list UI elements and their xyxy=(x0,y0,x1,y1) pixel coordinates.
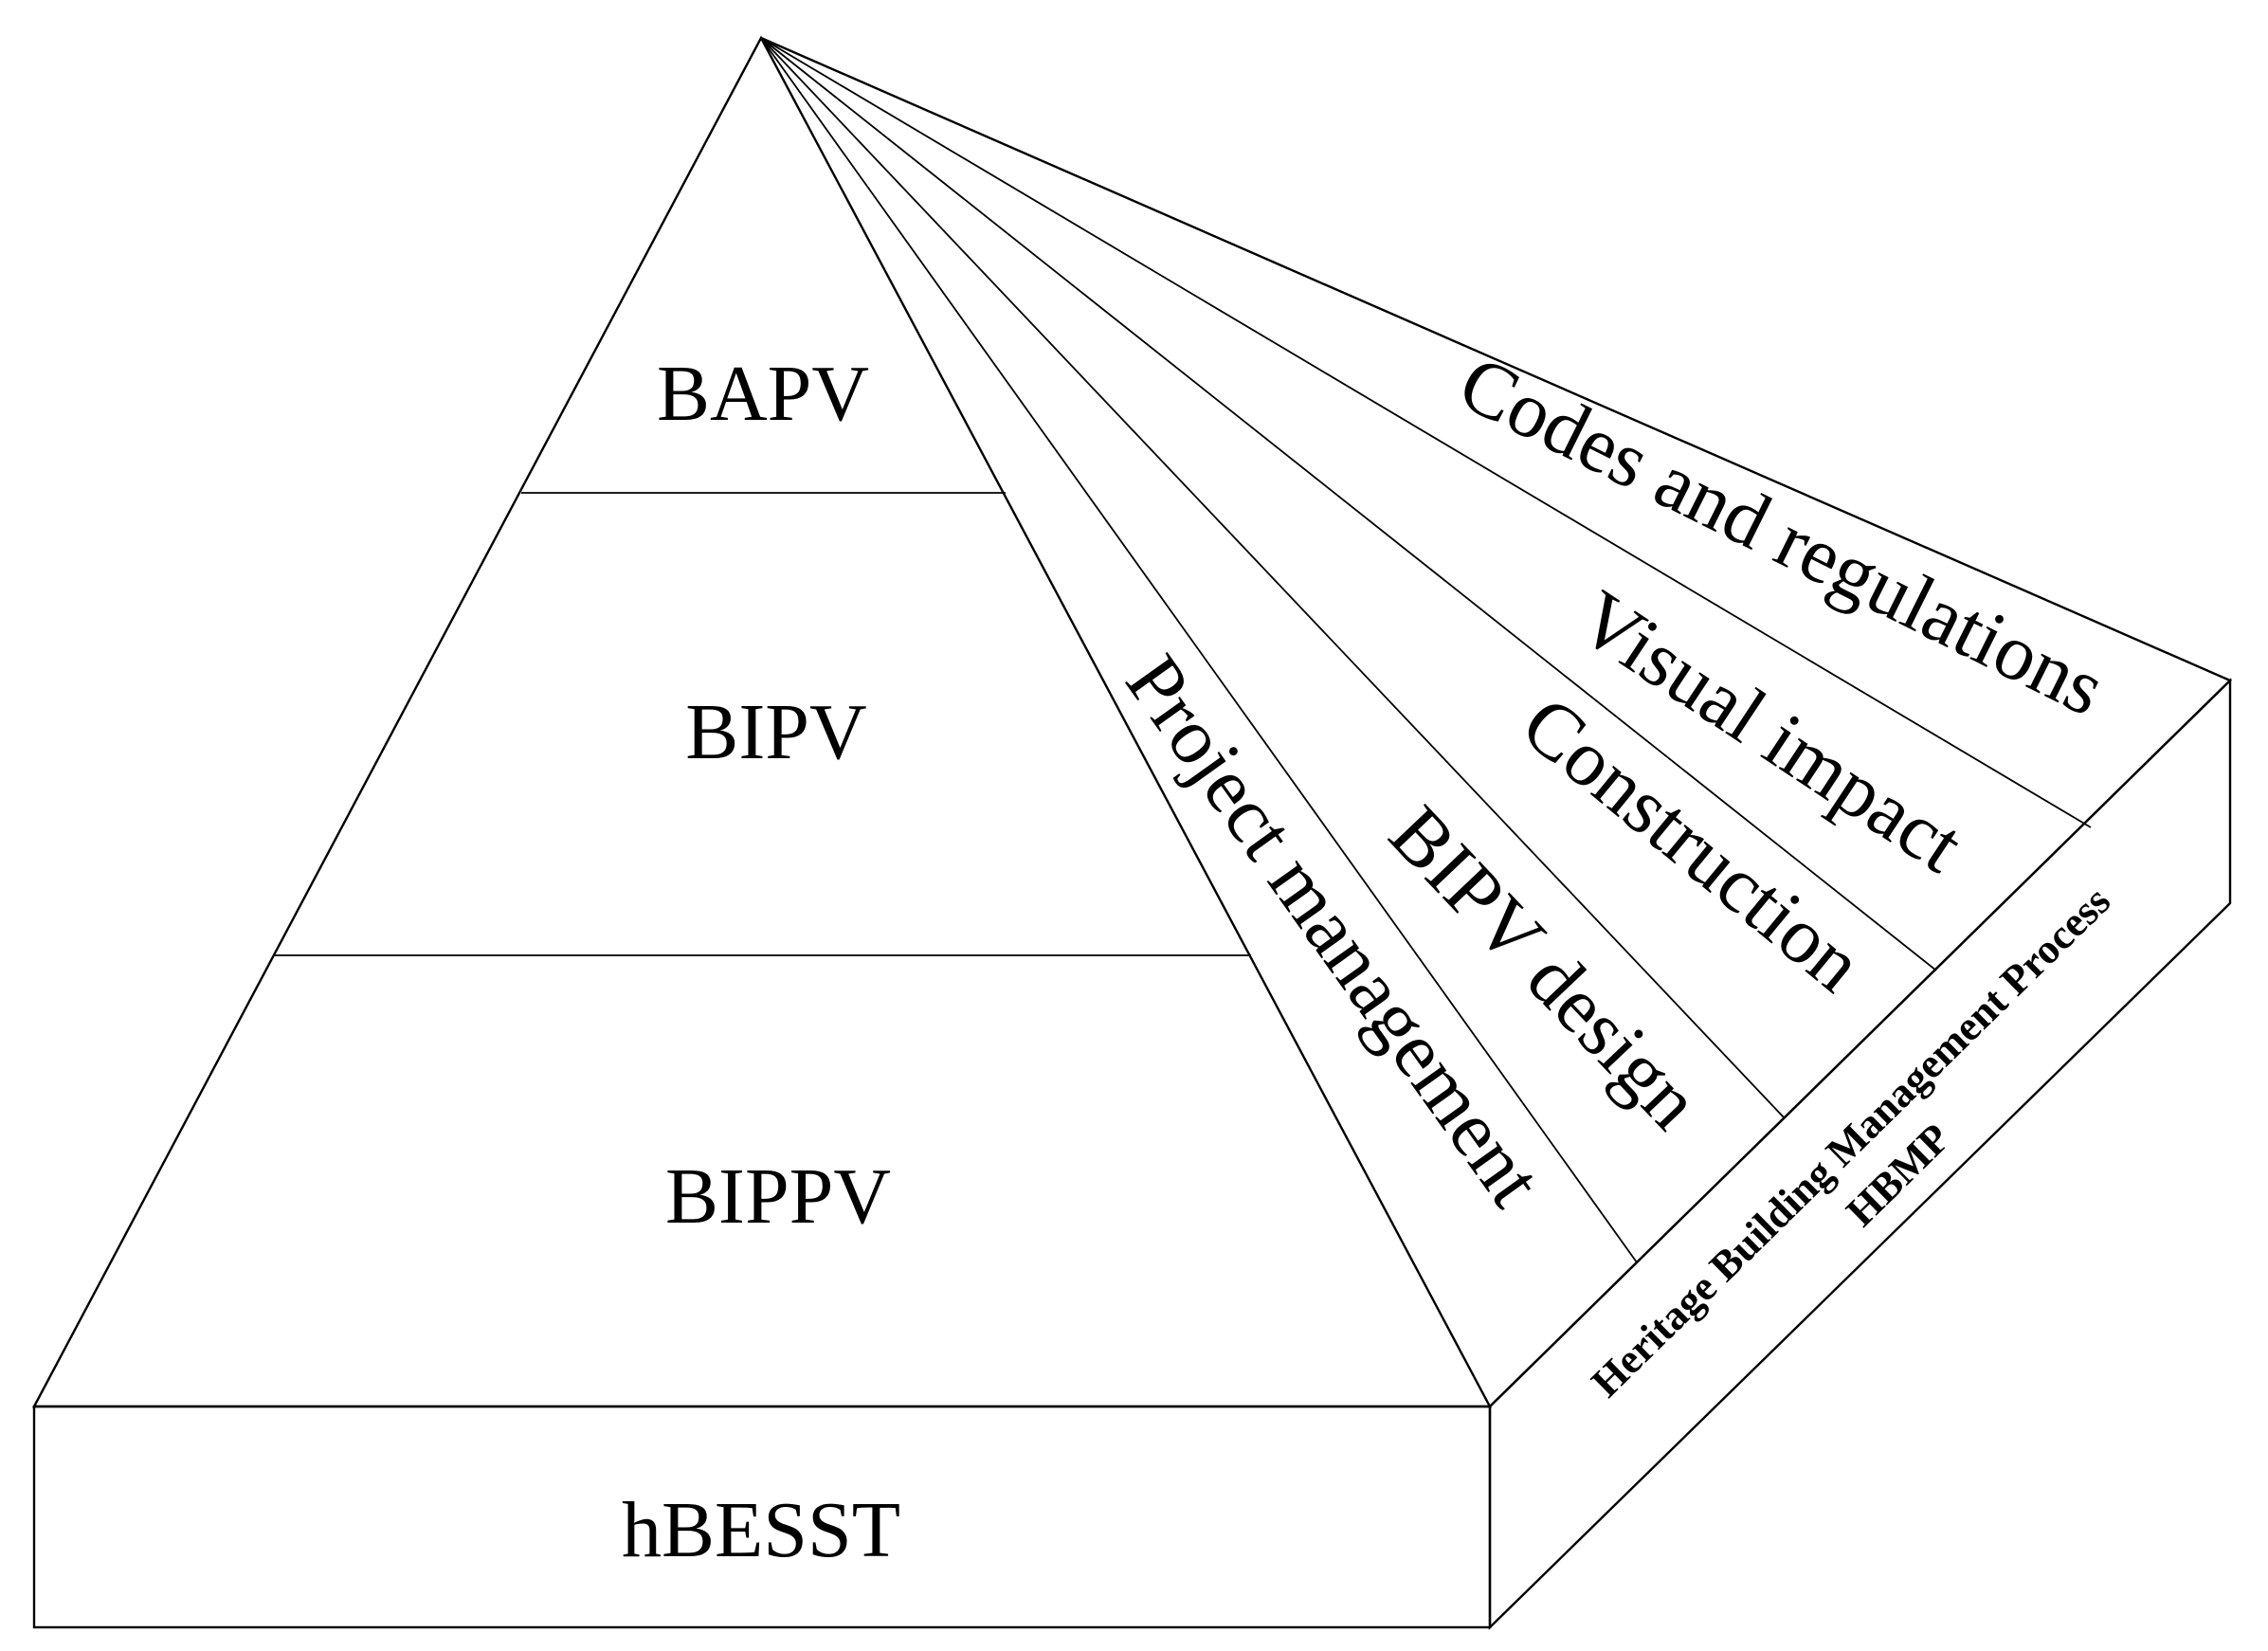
facet-ray-4 xyxy=(760,37,2092,828)
facet-ray-3 xyxy=(760,37,1937,971)
base-label-hbesst: hBESST xyxy=(622,1486,900,1574)
facet-ray-1 xyxy=(760,37,1638,1263)
facet-ray-2 xyxy=(760,37,1786,1119)
facet-label-codes-and-regulations: Codes and regulations xyxy=(1445,338,2118,733)
tier-label-bapv: BAPV xyxy=(657,350,869,438)
tier-label-bipv: BIPV xyxy=(685,688,866,776)
pyramid-side-edge xyxy=(760,36,2233,1407)
tier-label-bippv: BIPPV xyxy=(665,1152,891,1241)
pyramid-front-face xyxy=(32,35,1492,1408)
